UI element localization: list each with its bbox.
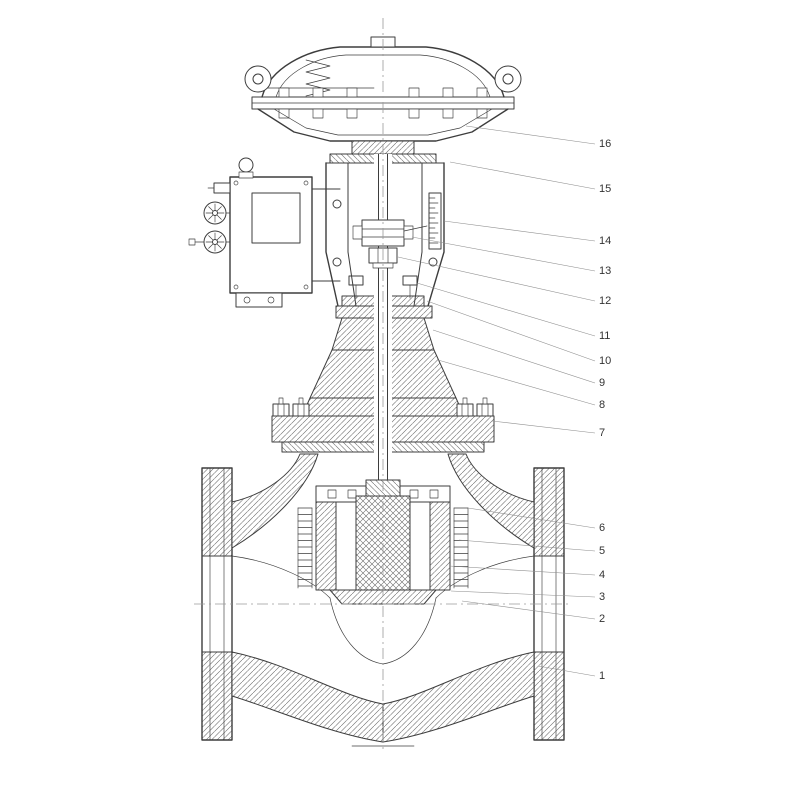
actuator-spring <box>305 59 331 97</box>
leader-line <box>437 359 596 406</box>
positioner-housing <box>229 176 313 294</box>
pressure-gauge-lower <box>203 230 231 254</box>
positioner-dome-cap <box>238 157 254 179</box>
leader-line <box>397 256 596 302</box>
callout-12: 12 <box>397 256 611 307</box>
leader-line <box>458 539 596 552</box>
callout-4: 4 <box>448 565 605 581</box>
leader-line <box>416 282 596 337</box>
seal-stack-right <box>453 507 469 589</box>
leader-line <box>443 220 596 242</box>
leader-line <box>449 161 596 190</box>
flange-stud-nuts <box>272 397 494 417</box>
callout-11: 11 <box>416 282 610 342</box>
travel-pointer <box>403 225 428 232</box>
yoke-bolt-hole <box>428 257 438 267</box>
positioner-bottom-bracket <box>235 292 283 308</box>
gland-stud-right <box>402 275 418 299</box>
leader-line <box>450 590 596 598</box>
leader-line <box>432 329 596 384</box>
leader-line <box>467 507 596 529</box>
callout-16: 16 <box>465 125 611 150</box>
leader-line <box>491 420 596 434</box>
body-wall-upper-left <box>231 453 319 549</box>
callout-2: 2 <box>461 600 605 625</box>
callout-label: 1 <box>599 670 605 682</box>
callout-label: 7 <box>599 427 605 439</box>
stem-connector <box>352 219 428 247</box>
cage-wall-right <box>429 501 451 591</box>
leader-line <box>411 236 596 272</box>
callout-3: 3 <box>450 590 605 603</box>
positioner <box>188 157 341 308</box>
cable-gland-fitting <box>207 182 231 194</box>
callout-label: 16 <box>599 138 611 150</box>
leader-line <box>537 665 596 677</box>
yoke-bolt-hole <box>332 257 342 267</box>
leader-line <box>465 125 596 145</box>
callout-label: 10 <box>599 355 611 367</box>
pressure-gauge-upper <box>203 201 231 225</box>
gland-stud-left <box>348 275 364 299</box>
callout-7: 7 <box>491 420 605 439</box>
leader-line <box>448 565 596 576</box>
valve-stem <box>378 153 388 501</box>
leader-line <box>426 300 596 362</box>
lifting-eye-right <box>494 65 522 93</box>
callout-13: 13 <box>411 236 611 277</box>
lifting-eye-left <box>244 65 272 93</box>
side-fitting <box>188 238 205 246</box>
callouts: 16 15 14 13 12 11 10 9 <box>397 125 611 682</box>
callout-label: 3 <box>599 591 605 603</box>
callout-label: 5 <box>599 545 605 557</box>
body-bowl-left <box>231 651 384 743</box>
callout-15: 15 <box>449 161 611 195</box>
callout-label: 2 <box>599 613 605 625</box>
callout-label: 15 <box>599 183 611 195</box>
callout-label: 4 <box>599 569 605 581</box>
callout-label: 6 <box>599 522 605 534</box>
callout-label: 12 <box>599 295 611 307</box>
positioner-display-window <box>251 192 301 244</box>
body-bowl-right <box>382 651 535 743</box>
case-bolts <box>278 87 488 119</box>
callout-label: 9 <box>599 377 605 389</box>
cage-wall-left <box>315 501 337 591</box>
callout-10: 10 <box>426 300 611 367</box>
callout-6: 6 <box>467 507 605 534</box>
left-pipe-flange <box>201 467 233 741</box>
callout-1: 1 <box>537 665 605 682</box>
body-wall-upper-right <box>447 453 535 549</box>
callout-label: 13 <box>599 265 611 277</box>
callout-8: 8 <box>437 359 605 411</box>
travel-indicator-scale <box>428 192 442 250</box>
callout-14: 14 <box>443 220 611 247</box>
callout-9: 9 <box>432 329 605 389</box>
callout-label: 14 <box>599 235 611 247</box>
yoke-bolt-hole <box>332 199 342 209</box>
seal-stack-left <box>297 507 313 589</box>
leader-line <box>461 600 596 620</box>
callout-5: 5 <box>458 539 605 557</box>
callout-label: 8 <box>599 399 605 411</box>
callout-label: 11 <box>599 330 610 342</box>
